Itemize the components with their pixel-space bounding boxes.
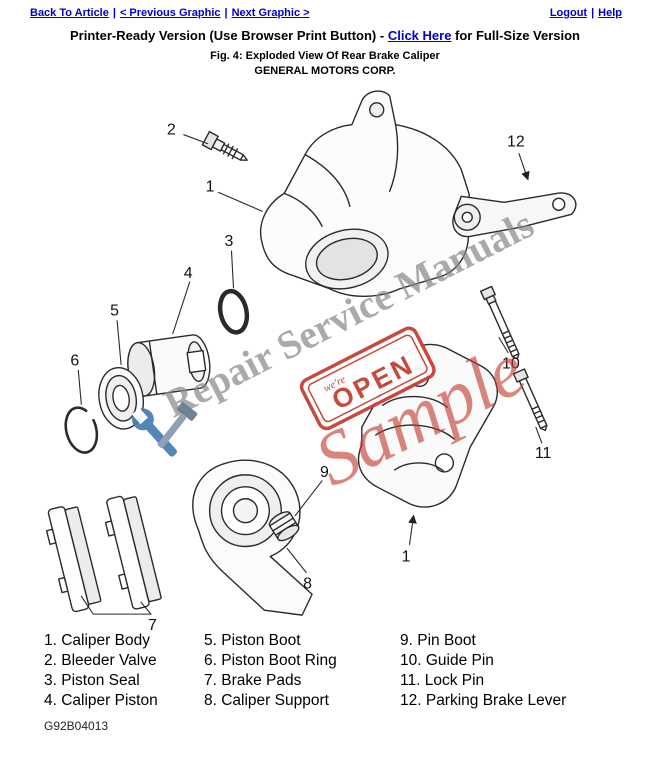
callout-6: 6	[70, 352, 79, 369]
pin-boot-part	[268, 511, 300, 542]
callout-5: 5	[110, 303, 119, 320]
legend-item: 6. Piston Boot Ring	[204, 652, 337, 669]
legend-item: 5. Piston Boot	[204, 632, 301, 649]
leader-lines	[77, 134, 543, 615]
legend-column-3: 9. Pin Boot 10. Guide Pin 11. Lock Pin 1…	[400, 631, 650, 711]
exploded-diagram: 2 1 12 3 4 5 6 9 8 7 1 10 11 Repair Serv…	[45, 90, 577, 634]
callout-2: 2	[167, 122, 176, 139]
callout-10: 10	[502, 355, 520, 372]
legend-item: 10. Guide Pin	[400, 652, 494, 669]
nav-separator: |	[112, 7, 116, 19]
piston-boot-part	[98, 366, 144, 430]
back-to-article-link[interactable]: Back To Article	[30, 7, 109, 19]
legend-item: 4. Caliper Piston	[44, 692, 158, 709]
nav-separator: |	[591, 7, 595, 19]
lock-pin-part	[512, 368, 548, 432]
legend-item: 9. Pin Boot	[400, 632, 476, 649]
full-size-version-link[interactable]: Click Here	[387, 28, 452, 43]
callout-3: 3	[225, 233, 234, 250]
caliper-support-part	[192, 459, 313, 616]
legend-item: 12. Parking Brake Lever	[400, 692, 567, 709]
legend-item: 1. Caliper Body	[44, 632, 150, 649]
nav-separator: |	[224, 7, 228, 19]
top-nav: Back To Article|< Previous Graphic|Next …	[0, 0, 650, 19]
callout-12: 12	[507, 134, 525, 151]
title-prefix: Printer-Ready Version (Use Browser Print…	[69, 28, 388, 43]
legend-item: 11. Lock Pin	[400, 672, 485, 689]
figure-caption: Fig. 4: Exploded View Of Rear Brake Cali…	[210, 50, 440, 62]
brake-pad-outer-part	[45, 506, 102, 613]
legend-column-2: 5. Piston Boot 6. Piston Boot Ring 7. Br…	[204, 631, 400, 711]
title-suffix: for Full-Size Version	[451, 28, 580, 43]
callout-8: 8	[303, 575, 312, 592]
drawing-number: G92B04013	[44, 719, 109, 733]
callout-1-top: 1	[206, 178, 215, 195]
legend-item: 7. Brake Pads	[204, 672, 302, 689]
bleeder-valve-part	[201, 130, 248, 161]
legend-column-1: 1. Caliper Body 2. Bleeder Valve 3. Pist…	[44, 631, 204, 711]
callout-numbers: 2 1 12 3 4 5 6 9 8 7 1 10 11	[70, 122, 551, 634]
company-name: GENERAL MOTORS CORP.	[254, 65, 396, 77]
callout-9: 9	[320, 464, 329, 481]
caliper-body-part	[260, 90, 470, 297]
brake-pad-inner-part	[104, 495, 162, 610]
parking-brake-lever-part	[452, 192, 577, 238]
page-title: Printer-Ready Version (Use Browser Print…	[0, 28, 650, 43]
nav-left-group: Back To Article|< Previous Graphic|Next …	[30, 7, 310, 19]
piston-boot-ring-part	[64, 406, 99, 454]
nav-right-group: Logout|Help	[550, 7, 622, 19]
callout-11: 11	[535, 445, 552, 462]
tools-watermark-icon	[131, 402, 198, 457]
piston-seal-part	[217, 288, 250, 335]
logout-link[interactable]: Logout	[549, 7, 588, 19]
callout-4: 4	[184, 265, 193, 282]
previous-graphic-link[interactable]: < Previous Graphic	[119, 7, 221, 19]
legend-item: 3. Piston Seal	[44, 672, 140, 689]
help-link[interactable]: Help	[598, 7, 622, 19]
callout-1-bottom: 1	[402, 548, 411, 565]
next-graphic-link[interactable]: Next Graphic >	[231, 7, 310, 19]
legend-item: 8. Caliper Support	[204, 692, 329, 709]
parts-legend: 1. Caliper Body 2. Bleeder Valve 3. Pist…	[0, 631, 650, 711]
legend-item: 2. Bleeder Valve	[44, 652, 157, 669]
callout-7: 7	[148, 617, 157, 634]
guide-pin-part	[479, 285, 520, 360]
